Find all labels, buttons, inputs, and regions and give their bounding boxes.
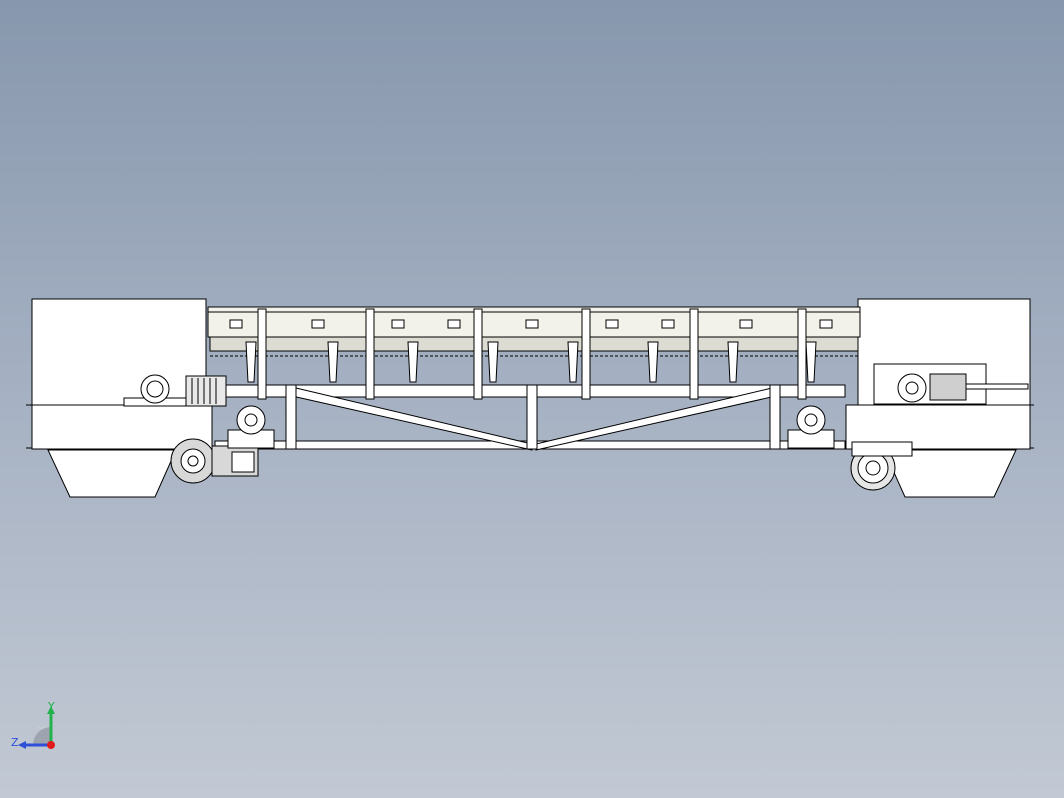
left-motor-body — [185, 375, 227, 407]
post-left-outer — [285, 384, 297, 450]
belt-clips — [229, 319, 833, 329]
idler-hangers — [245, 341, 817, 383]
right-shaft — [965, 383, 1029, 390]
right-motor-body — [929, 373, 967, 401]
post-right-outer — [769, 384, 781, 450]
belt-return — [209, 336, 859, 352]
left-chute-housing — [31, 298, 207, 406]
x-axis-dot — [47, 741, 55, 749]
z-axis-label: Z — [11, 736, 19, 749]
return-roller-right — [787, 405, 835, 449]
left-motor-fins — [191, 378, 217, 404]
orientation-triad[interactable]: Y Z — [8, 698, 68, 758]
left-hopper — [47, 449, 177, 498]
idler-stands — [257, 308, 807, 400]
right-hopper — [883, 449, 1017, 498]
post-center — [526, 384, 538, 450]
right-pulley-block — [851, 441, 913, 457]
return-roller-left — [227, 405, 275, 449]
y-axis-label: Y — [47, 700, 55, 713]
